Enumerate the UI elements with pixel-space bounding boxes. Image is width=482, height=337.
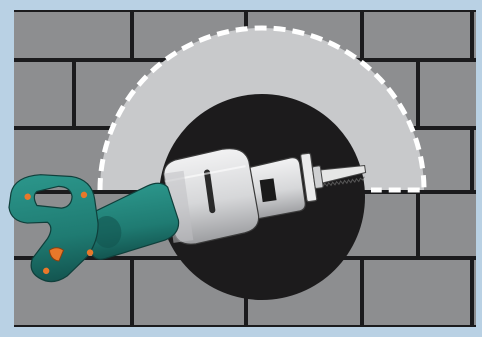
mortar-joint — [360, 10, 364, 60]
mortar-joint — [416, 60, 420, 128]
reciprocating-saw — [8, 148, 367, 283]
mortar-joint — [130, 10, 134, 60]
mortar-joint — [470, 258, 474, 327]
screw-icon — [42, 267, 50, 275]
screw-icon — [86, 249, 94, 256]
mortar-joint — [470, 10, 474, 60]
mortar-joint — [360, 258, 364, 327]
blade-clamp-collar — [311, 165, 324, 189]
cut-sweep-outline — [97, 25, 427, 193]
trigger — [48, 247, 65, 262]
mortar-joint — [130, 258, 134, 327]
mortar-joint — [416, 192, 420, 258]
mortar-joint — [470, 128, 474, 192]
saw-nose-housing — [247, 156, 306, 221]
screw-icon — [80, 191, 88, 199]
saw-nose-slot — [259, 178, 277, 203]
saw-handle — [8, 174, 99, 283]
vent-slot-icon — [204, 169, 216, 214]
screw-icon — [24, 193, 31, 200]
mortar-joint — [72, 60, 76, 128]
saw-blade — [314, 164, 367, 188]
